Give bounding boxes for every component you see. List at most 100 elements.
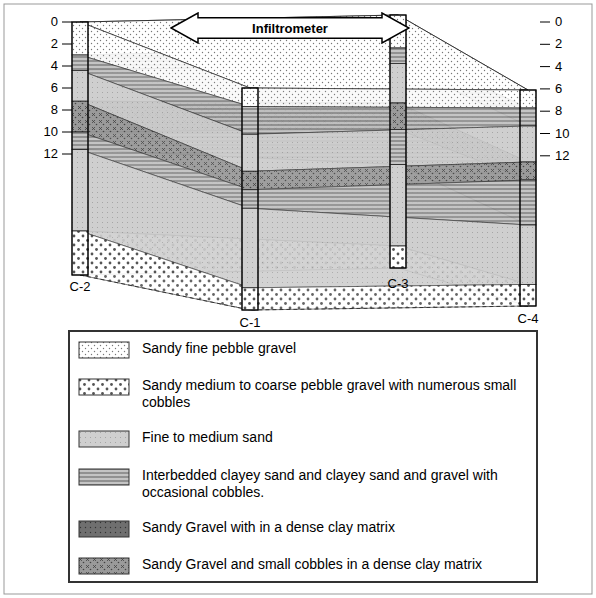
legend-row: Sandy Gravel and small cobbles in a dens… [78,556,528,575]
depth-label: 0 [555,14,562,29]
depth-label: 8 [51,102,58,117]
swatch-fill [79,521,129,537]
borehole-layer [242,288,258,310]
scale-tick [540,155,550,156]
scale-tick [540,44,550,45]
legend-row: Sandy Gravel with in a dense clay matrix [78,519,528,538]
depth-label: 6 [555,81,562,96]
borehole-layer [390,48,406,63]
borehole-outline [390,15,406,268]
swatch-fill [79,558,129,574]
legend-row: Sandy fine pebble gravel [78,340,528,359]
fence-panel [80,22,250,310]
borehole-layer [72,231,88,275]
depth-label: 6 [51,80,58,95]
legend-swatch [78,468,130,486]
legend-row: Fine to medium sand [78,429,528,448]
borehole-layer [72,55,88,70]
borehole-layer [242,208,258,288]
borehole-layer [242,171,258,190]
borehole-outline [72,22,88,275]
scale-tick [540,133,550,134]
base-line [80,275,528,310]
legend-text: Sandy Gravel with in a dense clay matrix [142,519,522,536]
borehole-layer [242,88,258,107]
scale-tick [62,22,72,23]
borehole-layer [242,134,258,171]
borehole-layer [390,103,406,129]
scale-tick [540,22,550,23]
borehole-layer [520,126,536,162]
borehole-layer [242,190,258,209]
borehole-layer [520,162,536,180]
swatch-fill [79,379,129,395]
depth-label: 12 [44,146,58,161]
borehole-layer [390,246,406,268]
legend-box: Sandy fine pebble gravelSandy medium to … [68,330,538,583]
legend-swatch [78,557,130,575]
borehole-label: C-2 [70,279,91,294]
swatch-fill [79,342,129,358]
fence-panel [250,88,528,310]
legend-text: Interbedded clayey sand and clayey sand … [142,467,522,501]
depth-label: 0 [51,14,58,29]
soil-layer [250,88,528,108]
borehole-layer [72,70,88,101]
borehole-outline [520,90,536,306]
soil-layer [250,208,528,288]
scale-tick [62,132,72,133]
borehole-column [242,88,258,310]
scale-tick [540,88,550,89]
depth-label: 8 [555,103,562,118]
borehole-layer [390,129,406,164]
swatch-fill [79,469,129,485]
borehole-layer [520,225,536,284]
borehole-layer [72,132,88,150]
borehole-label: C-4 [518,311,539,326]
swatch-fill [79,431,129,447]
borehole-layer [72,22,88,55]
depth-label: 10 [44,124,58,139]
depth-label: 2 [51,36,58,51]
legend-text: Sandy Gravel and small cobbles in a dens… [142,556,522,573]
double-arrow [171,13,409,43]
scale-tick [540,111,550,112]
borehole-column [390,15,406,268]
scale-tick [62,110,72,111]
legend-swatch [78,430,130,448]
legend-swatch [78,341,130,359]
legend-row: Interbedded clayey sand and clayey sand … [78,467,528,501]
depth-label: 2 [555,36,562,51]
scale-tick [62,44,72,45]
legend-swatch [78,520,130,538]
borehole-label: C-3 [388,276,409,291]
borehole-layer [520,284,536,306]
borehole-column [72,22,88,275]
soil-layer [80,231,250,310]
scale-tick [62,66,72,67]
depth-label: 12 [555,148,569,163]
depth-label: 4 [555,59,562,74]
scale-tick [62,154,72,155]
legend-text: Sandy fine pebble gravel [142,340,522,357]
scale-tick [540,66,550,67]
borehole-label: C-1 [240,315,261,330]
borehole-layer [390,63,406,103]
legend-text: Fine to medium sand [142,429,522,446]
infiltrometer-arrow: Infiltrometer [170,12,410,44]
borehole-layer [390,165,406,246]
scale-tick [62,88,72,89]
legend-text: Sandy medium to coarse pebble gravel wit… [142,377,522,411]
node-text: Infiltrometer [170,21,410,36]
legend-swatch [78,378,130,396]
borehole-layer [242,107,258,135]
borehole-layer [520,90,536,108]
borehole-layer [72,150,88,231]
legend-row: Sandy medium to coarse pebble gravel wit… [78,377,528,411]
depth-label: 10 [555,126,569,141]
borehole-layer [520,180,536,225]
borehole-layer [72,101,88,132]
borehole-outline [242,88,258,310]
depth-label: 4 [51,58,58,73]
borehole-column [520,90,536,306]
